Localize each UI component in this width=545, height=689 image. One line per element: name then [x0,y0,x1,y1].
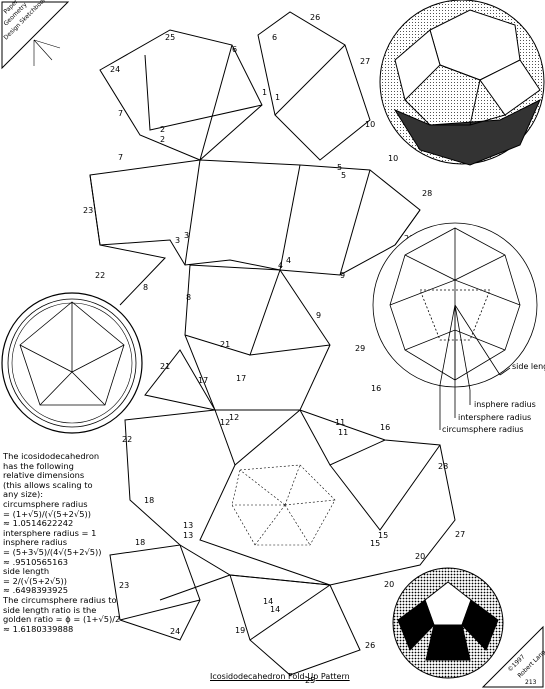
edge-label: 4 [278,261,283,270]
edge-label: 21 [220,340,230,349]
header-stamp: Paper Geometry Design Sketchbook [1,0,70,70]
edge-label: 4 [286,256,291,265]
edge-label: 13 [183,531,193,540]
edge-label: 28 [438,462,448,471]
edge-label: 21 [160,362,170,371]
edge-label: 5 [337,163,342,172]
edge-label: 6 [232,45,237,54]
stamp-fan-icon [33,39,61,66]
side-length-label: side length [512,362,545,371]
edge-label: 25 [165,33,175,42]
description-line: ≈ 1.6180339888 [3,623,74,634]
edge-label: 26 [365,641,375,650]
edge-label: 17 [198,376,208,385]
edge-label: 23 [119,581,129,590]
edge-label: 11 [335,418,345,427]
net-outline [89,11,456,676]
edge-label: 10 [388,154,398,163]
edge-label: 12 [229,413,239,422]
corner-stamp-line: 213 [525,679,537,686]
edge-label: 7 [118,153,123,162]
edge-label: 15 [378,531,388,540]
edge-label: 20 [384,580,394,589]
edge-label: 22 [95,271,105,280]
description-line: any size): [3,489,44,500]
dimension-legend: side length insphere radius intersphere … [442,362,545,434]
edge-label: 28 [422,189,432,198]
edge-label: 5 [341,171,346,180]
edge-label: 13 [183,521,193,530]
edge-label: 10 [365,120,375,129]
fold-lines-dashed [231,464,336,546]
description-line: (this allows scaling to [3,479,93,490]
edge-label: 16 [371,384,381,393]
edge-label: 1 [275,93,280,102]
description-line: side length [3,566,50,577]
edge-label: 9 [340,271,345,280]
description-line: relative dimensions [3,470,85,481]
edge-label: 8 [143,283,148,292]
edge-label: 17 [236,374,246,383]
edge-labels: 1 1 2 2 3 3 4 4 5 5 6 6 7 7 8 8 9 9 10 1… [83,13,465,685]
icosidodecahedron-circle-view [1,292,143,434]
edge-label: 8 [186,293,191,302]
edge-label: 3 [184,231,189,240]
edge-label: 12 [220,418,230,427]
description-line: intersphere radius = 1 [3,527,97,538]
edge-label: 7 [118,109,123,118]
edge-label: 26 [310,13,320,22]
description-line: circumsphere radius [3,498,88,509]
edge-label: 27 [455,530,465,539]
description-line: The circumsphere radius to [3,594,117,605]
description-line: golden ratio = ϕ = (1+√5)/2 [3,614,121,625]
edge-label: 1 [262,88,267,97]
edge-label: 19 [235,626,245,635]
edge-label: 9 [316,311,321,320]
description-line: side length ratio is the [3,604,97,615]
edge-label: 27 [360,57,370,66]
description-line: = (1+√5)/(√(5+2√5)) [3,508,91,519]
edge-label: 3 [175,236,180,245]
icosidodecahedron-shaded-view [379,0,545,166]
edge-label: 20 [415,552,425,561]
edge-label: 11 [338,428,348,437]
edge-label: 2 [160,135,165,144]
description-line: = (5+3√5)/(4√(5+2√5)) [3,546,102,557]
edge-label: 29 [355,344,365,353]
description-line: The icosidodecahedron [3,451,100,461]
edge-label: 22 [122,435,132,444]
icosidodecahedron-wireframe-view [372,222,538,430]
edge-label: 24 [110,65,120,74]
edge-label: 14 [270,605,280,614]
dimension-description: The icosidodecahedron has the following … [3,451,141,634]
edge-label: 18 [135,538,145,547]
circumsphere-radius-label: circumsphere radius [442,425,524,434]
intersphere-radius-label: intersphere radius [458,413,531,422]
edge-label: 6 [272,33,277,42]
edge-label: 2 [160,125,165,134]
edge-label: 23 [83,206,93,215]
description-line: insphere radius [3,537,68,548]
corner-stamp: ©1997 Robert Lang 213 [481,625,545,688]
edge-label: 15 [370,539,380,548]
edge-label: 24 [170,627,180,636]
insphere-radius-label: insphere radius [474,400,536,409]
edge-label: 16 [380,423,390,432]
description-line: ≈ .9510565163 [3,556,69,567]
page-title: Icosidodecahedron Fold-Up Pattern [210,672,350,681]
description-line: has the following [3,460,74,471]
description-line: ≈ .6498393925 [3,585,69,596]
description-line: = 2/(√(5+2√5)) [3,575,67,586]
icosidodecahedron-solid-view [392,567,504,679]
edge-label: 18 [144,496,154,505]
edge-label: 25 [305,676,315,685]
description-line: ≈ 1.0514622242 [3,518,74,529]
edge-label: 14 [263,597,273,606]
